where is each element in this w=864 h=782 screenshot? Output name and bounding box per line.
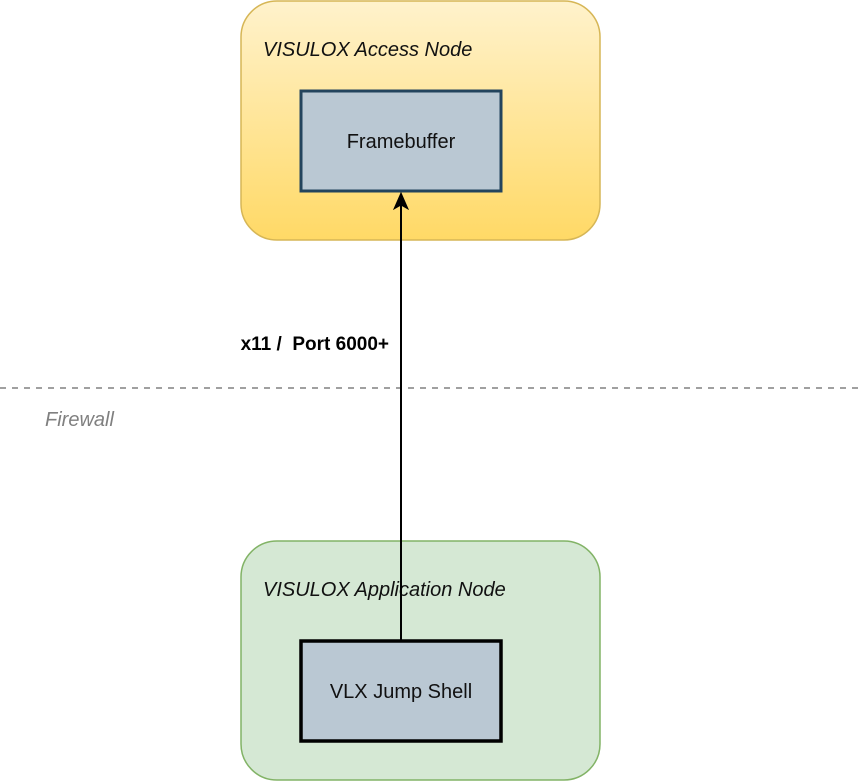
application-node[interactable]: VISULOX Application Node VLX Jump Shell: [240, 540, 601, 781]
framebuffer-rect[interactable]: [299, 89, 503, 193]
connection-label: x11 / Port 6000+: [241, 334, 389, 355]
x11-connection[interactable]: [392, 191, 410, 640]
framebuffer-label: Framebuffer: [347, 131, 456, 153]
jump-shell-label: VLX Jump Shell: [330, 681, 472, 703]
access-node[interactable]: VISULOX Access Node Framebuffer: [240, 0, 601, 241]
jump-shell-box[interactable]: VLX Jump Shell: [299, 639, 503, 743]
jump-shell-rect[interactable]: [299, 639, 503, 743]
framebuffer-box[interactable]: Framebuffer: [299, 89, 503, 193]
firewall-label: Firewall: [45, 409, 114, 431]
access-node-title: VISULOX Access Node: [263, 39, 472, 61]
application-node-title: VISULOX Application Node: [263, 579, 506, 601]
arrowhead-icon: [392, 191, 410, 211]
